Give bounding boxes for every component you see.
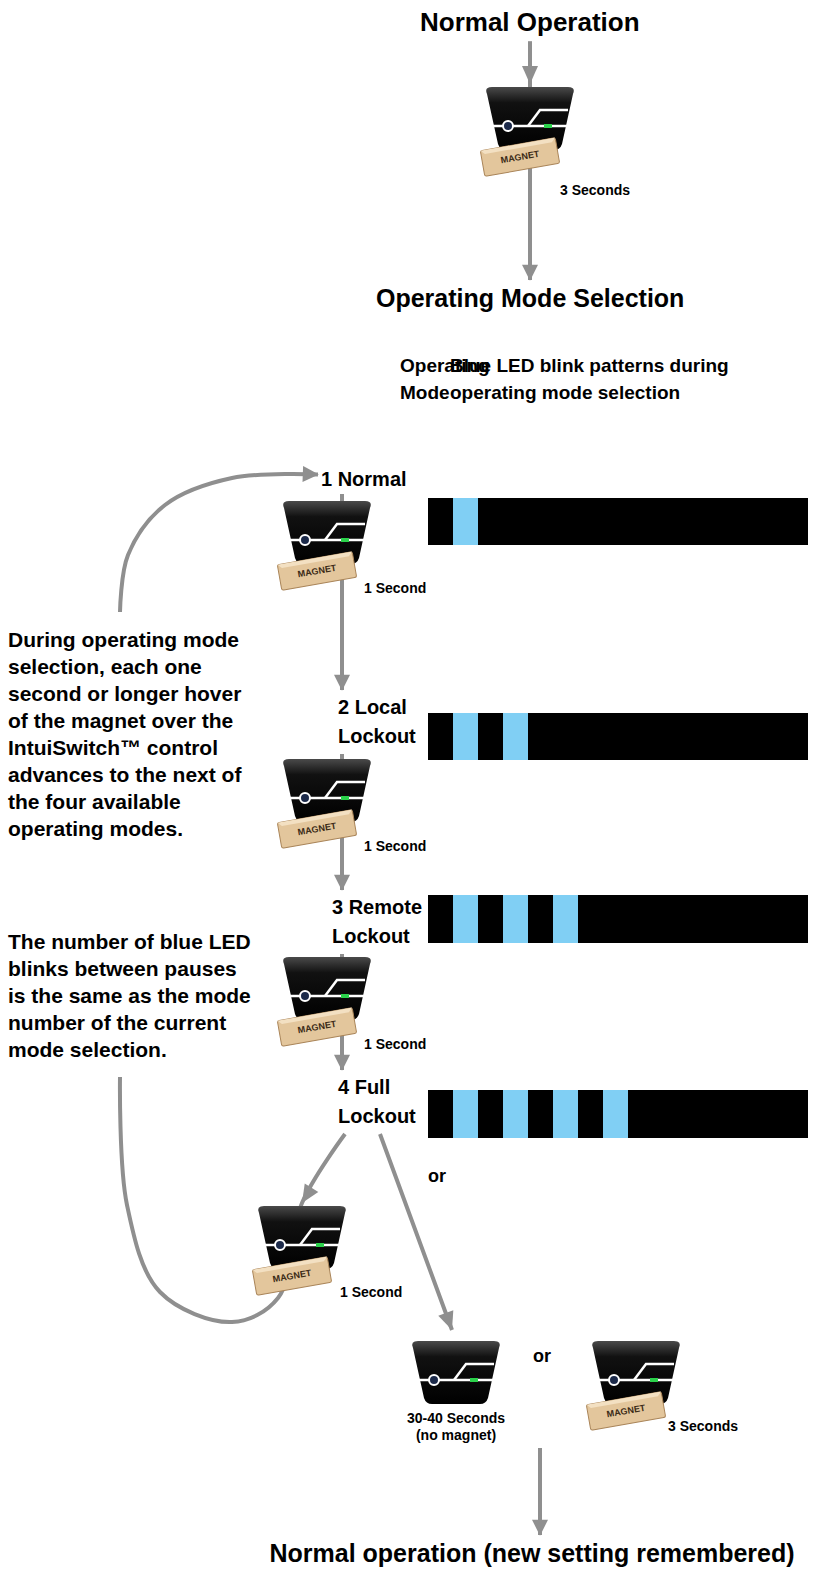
arrowhead [438, 1310, 453, 1330]
switch-icon [412, 1341, 500, 1404]
led-blink [503, 713, 528, 760]
magnet-label: MAGNET [500, 149, 540, 166]
led-blink [503, 895, 528, 943]
magnet-block [252, 1257, 331, 1296]
state-text: Operating Mode Selection [376, 283, 684, 313]
column-header: Blue LED blink patterns during operating… [450, 352, 795, 406]
led-blink [453, 498, 478, 545]
arrowhead [302, 1183, 318, 1203]
mode-label: 1 Normal [318, 464, 410, 494]
bar-ground [428, 498, 808, 545]
magnet-label: MAGNET [297, 1019, 337, 1036]
led-blink [453, 713, 478, 760]
led-blink [553, 1090, 578, 1138]
magnet-block [277, 1008, 356, 1047]
bar-ground [428, 895, 808, 943]
note-text: The number of blue LED blinks between pa… [8, 928, 253, 1063]
state-text: 2 Local Lockout [338, 693, 430, 751]
duration-label: 3 Seconds [560, 182, 630, 198]
duration-label: 1 Second [340, 1284, 402, 1300]
blink-bar [428, 713, 808, 760]
state-text: Normal operation (new setting remembered… [270, 1538, 795, 1568]
mode-label: 2 Local Lockout [335, 690, 433, 754]
blink-bar [428, 1090, 808, 1138]
magnet-block [480, 138, 559, 177]
magnet-label: MAGNET [606, 1403, 646, 1420]
magnet-label: MAGNET [297, 563, 337, 580]
or-label: or [533, 1346, 551, 1367]
or-label: or [428, 1166, 446, 1187]
state-heading: Normal Operation [417, 4, 643, 41]
duration-label: 1 Second [364, 580, 426, 596]
magnet-block [277, 810, 356, 849]
duration-label: 3 Seconds [668, 1418, 738, 1434]
state-text: 1 Normal [321, 467, 407, 491]
led-blink [453, 895, 478, 943]
blink-bar [428, 895, 808, 943]
led-blink [453, 1090, 478, 1138]
magnet-block [586, 1392, 665, 1431]
switch-icon [592, 1341, 680, 1404]
state-heading: Normal operation (new setting remembered… [267, 1535, 798, 1571]
bar-ground [428, 1090, 808, 1138]
state-text: 3 Remote Lockout [332, 893, 432, 951]
flow-arrow [380, 1134, 540, 1535]
duration-label: 1 Second [364, 1036, 426, 1052]
magnet-label: MAGNET [297, 821, 337, 838]
switch-icon [283, 759, 371, 822]
switch-icon [283, 501, 371, 564]
led-blink [553, 895, 578, 943]
switch-icon [283, 957, 371, 1020]
duration-label: 30-40 Seconds (no magnet) [398, 1410, 514, 1444]
flow-arrow [120, 474, 345, 1322]
mode-label: 3 Remote Lockout [329, 890, 435, 954]
mode-label: 4 Full Lockout [335, 1070, 433, 1134]
led-blink [503, 1090, 528, 1138]
switch-icon [258, 1206, 346, 1269]
blink-bar [428, 498, 808, 545]
state-text: Normal Operation [420, 7, 640, 38]
state-text: 4 Full Lockout [338, 1073, 430, 1131]
switch-icon [486, 87, 574, 150]
arrowhead [522, 66, 538, 84]
led-blink [603, 1090, 628, 1138]
bar-ground [428, 713, 808, 760]
magnet-label: MAGNET [272, 1268, 312, 1285]
state-heading: Operating Mode Selection [373, 280, 687, 316]
magnet-block [277, 552, 356, 591]
note-text: During operating mode selection, each on… [8, 626, 253, 842]
duration-label: 1 Second [364, 838, 426, 854]
